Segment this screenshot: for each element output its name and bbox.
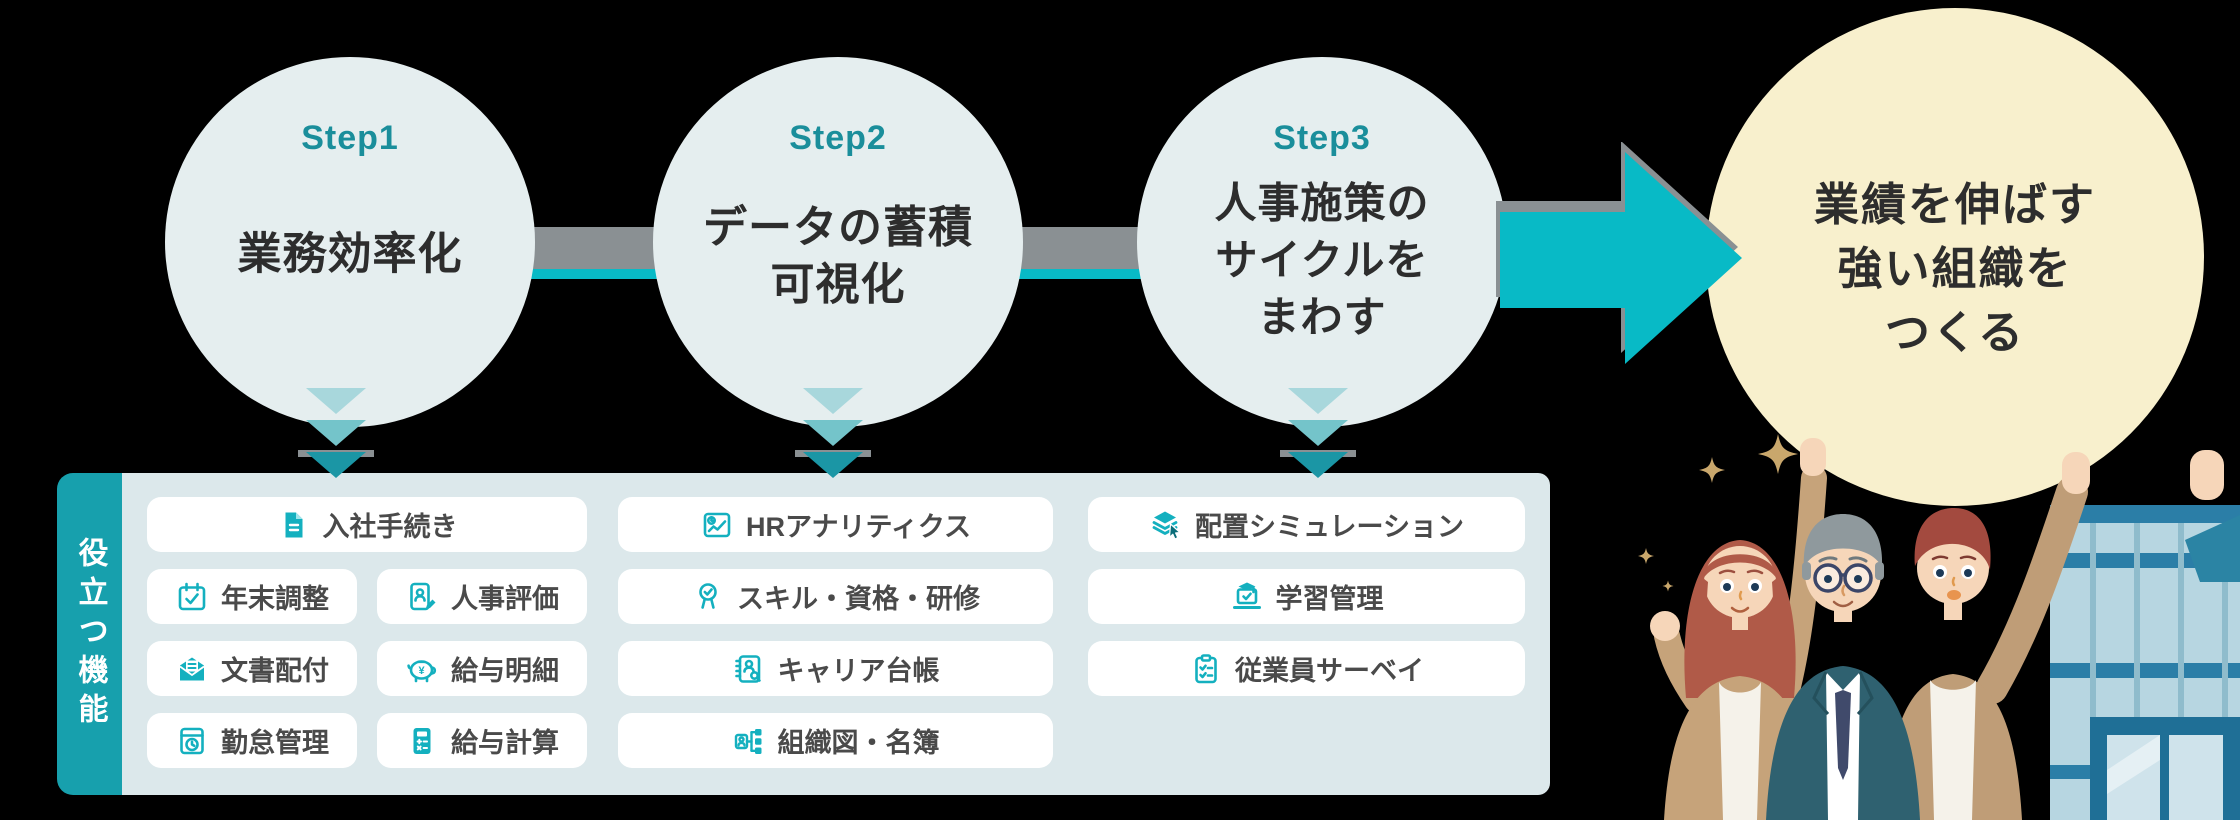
- step3-title: 人事施策の サイクルを まわす: [1214, 179, 1430, 341]
- piggy-bank-icon: ¥: [407, 659, 437, 682]
- document-icon: [285, 512, 302, 537]
- features-row: 年末調整 人事評価: [147, 569, 587, 624]
- career-notebook-icon: [734, 654, 761, 683]
- sparkle-icons: [1638, 434, 1798, 592]
- features-column-step2: HRアナリティクス スキル・資格・研修 キャリア台帳: [618, 497, 1053, 768]
- chip-skills-training[interactable]: スキル・資格・研修: [618, 569, 1053, 624]
- analytics-report-icon: [703, 512, 731, 537]
- chip-hr-analytics[interactable]: HRアナリティクス: [618, 497, 1053, 552]
- office-building-illustration: [2050, 505, 2240, 820]
- chip-attendance[interactable]: 勤怠管理: [147, 713, 357, 768]
- chip-year-end-adjustment[interactable]: 年末調整: [147, 569, 357, 624]
- step1-circle: Step1 業務効率化: [165, 57, 535, 427]
- goal-circle: 業績を伸ばす 強い組織を つくる: [1706, 8, 2204, 506]
- chip-document-distribution[interactable]: 文書配付: [147, 641, 357, 696]
- chip-pay-slip[interactable]: ¥ 給与明細: [377, 641, 587, 696]
- goal-title: 業績を伸ばす 強い組織を つくる: [1813, 179, 2096, 358]
- calendar-check-icon: [178, 582, 206, 610]
- features-column-step1: 入社手続き 年末調整 人事評価: [147, 497, 587, 768]
- people-illustration: [1638, 434, 2240, 820]
- chip-career-ledger[interactable]: キャリア台帳: [618, 641, 1053, 696]
- woman-illustration: [1650, 438, 1827, 820]
- chip-payroll[interactable]: 給与計算: [377, 713, 587, 768]
- badge-check-icon: [699, 582, 717, 609]
- org-chart-icon: [734, 728, 761, 754]
- features-row: 文書配付 ¥ 給与明細: [147, 641, 587, 696]
- young-man-illustration: [1884, 452, 2090, 820]
- graduation-laptop-icon: [1232, 582, 1261, 609]
- chip-employee-survey[interactable]: 従業員サーベイ: [1088, 641, 1525, 696]
- features-sidebar-label: 役立つ機能: [73, 536, 107, 732]
- step1-title: 業務効率化: [237, 229, 463, 279]
- step1-label: Step1: [301, 119, 399, 157]
- older-man-illustration: [1766, 514, 1920, 820]
- arrow-right-icon: [1496, 142, 1742, 364]
- svg-text:¥: ¥: [418, 665, 425, 677]
- survey-clipboard-icon: [1195, 653, 1217, 683]
- step3-circle: Step3 人事施策の サイクルを まわす: [1137, 57, 1507, 427]
- chevron-down-stack-step1: [298, 388, 374, 478]
- envelope-document-icon: [179, 657, 205, 680]
- chevron-down-stack-step3: [1280, 388, 1356, 478]
- calculator-icon: [413, 727, 431, 754]
- chip-placement-simulation[interactable]: 配置シミュレーション: [1088, 497, 1525, 552]
- features-row: 勤怠管理 給与計算: [147, 713, 587, 768]
- features-column-step3: 配置シミュレーション 学習管理 従業員サーベイ: [1088, 497, 1525, 696]
- time-clock-icon: [180, 727, 204, 754]
- layers-cursor-icon: [1152, 511, 1181, 540]
- step2-circle: Step2 データの蓄積 可視化: [653, 57, 1023, 427]
- chip-learning-management[interactable]: 学習管理: [1088, 569, 1525, 624]
- step2-label: Step2: [789, 119, 887, 157]
- raised-hand-icon: [2185, 450, 2240, 582]
- chevron-down-stack-step2: [795, 388, 871, 478]
- person-card-pencil-icon: [410, 582, 436, 610]
- step2-title: データの蓄積 可視化: [703, 203, 973, 309]
- chip-org-chart-roster[interactable]: 組織図・名簿: [618, 713, 1053, 768]
- chip-onboarding[interactable]: 入社手続き: [147, 497, 587, 552]
- features-sidebar-tab: 役立つ機能: [57, 473, 122, 795]
- step3-label: Step3: [1273, 119, 1371, 157]
- chip-hr-evaluation[interactable]: 人事評価: [377, 569, 587, 624]
